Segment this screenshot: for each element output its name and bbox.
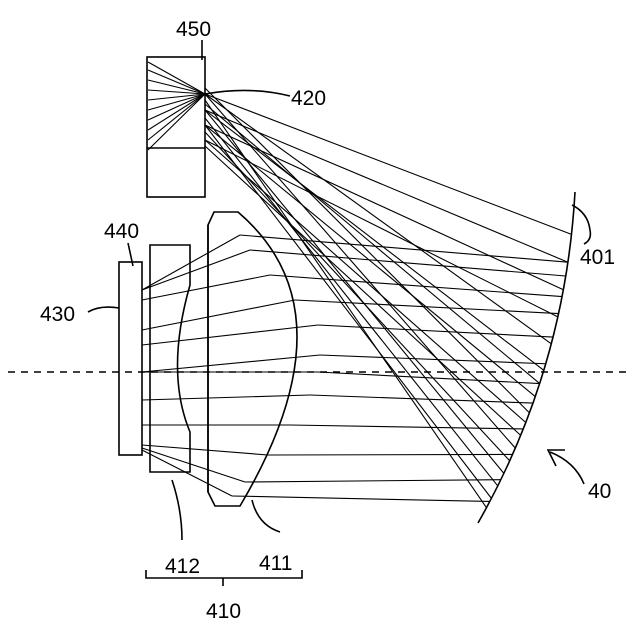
ray-to-mirror xyxy=(205,125,491,498)
ray-to-mirror xyxy=(205,94,551,344)
ray-reflected xyxy=(240,235,568,262)
ray-through-lens xyxy=(142,250,250,290)
ray-to-mirror xyxy=(205,146,521,435)
ray-to-mirror xyxy=(205,94,571,234)
ray-to-mirror xyxy=(205,132,510,461)
ray-reflected xyxy=(270,275,562,297)
leader-401 xyxy=(572,205,590,244)
ray-reflected xyxy=(295,300,559,314)
ray-reflected xyxy=(318,325,553,337)
ray-through-lens xyxy=(142,355,320,372)
label-411: 411 xyxy=(259,552,292,575)
ray-through-lens xyxy=(142,300,295,330)
ray-through-lens xyxy=(142,325,318,345)
leader-420 xyxy=(205,90,290,96)
label-450: 450 xyxy=(176,18,211,41)
ray-to-mirror xyxy=(205,125,535,397)
ray-reflected xyxy=(232,496,490,501)
ray-through-lens xyxy=(142,235,240,290)
leader-412 xyxy=(172,480,182,540)
arrow-40 xyxy=(550,452,584,484)
ray-reflected xyxy=(268,454,513,455)
ray-fan-450 xyxy=(148,94,205,140)
ray-reflected xyxy=(250,250,566,276)
light-rays xyxy=(142,62,571,508)
label-420: 420 xyxy=(291,87,326,110)
label-40: 40 xyxy=(588,480,611,503)
label-410: 410 xyxy=(206,600,241,623)
label-430: 430 xyxy=(40,303,75,326)
ray-to-mirror xyxy=(205,94,515,448)
label-401: 401 xyxy=(580,246,615,269)
ray-through-lens xyxy=(142,395,310,400)
ray-through-lens xyxy=(142,445,268,455)
ray-fan-450 xyxy=(148,94,205,120)
component-430-plate xyxy=(119,262,142,455)
ray-to-mirror xyxy=(205,140,558,317)
ray-to-mirror xyxy=(205,118,498,486)
leader-411 xyxy=(252,500,280,532)
label-412: 412 xyxy=(165,555,200,578)
label-440: 440 xyxy=(104,220,139,243)
ray-to-mirror xyxy=(205,125,563,290)
ray-reflected xyxy=(245,480,501,482)
ray-fan-450 xyxy=(148,62,205,94)
ray-reflected xyxy=(320,355,546,364)
leader-430 xyxy=(88,307,119,312)
ray-reflected xyxy=(290,425,523,429)
